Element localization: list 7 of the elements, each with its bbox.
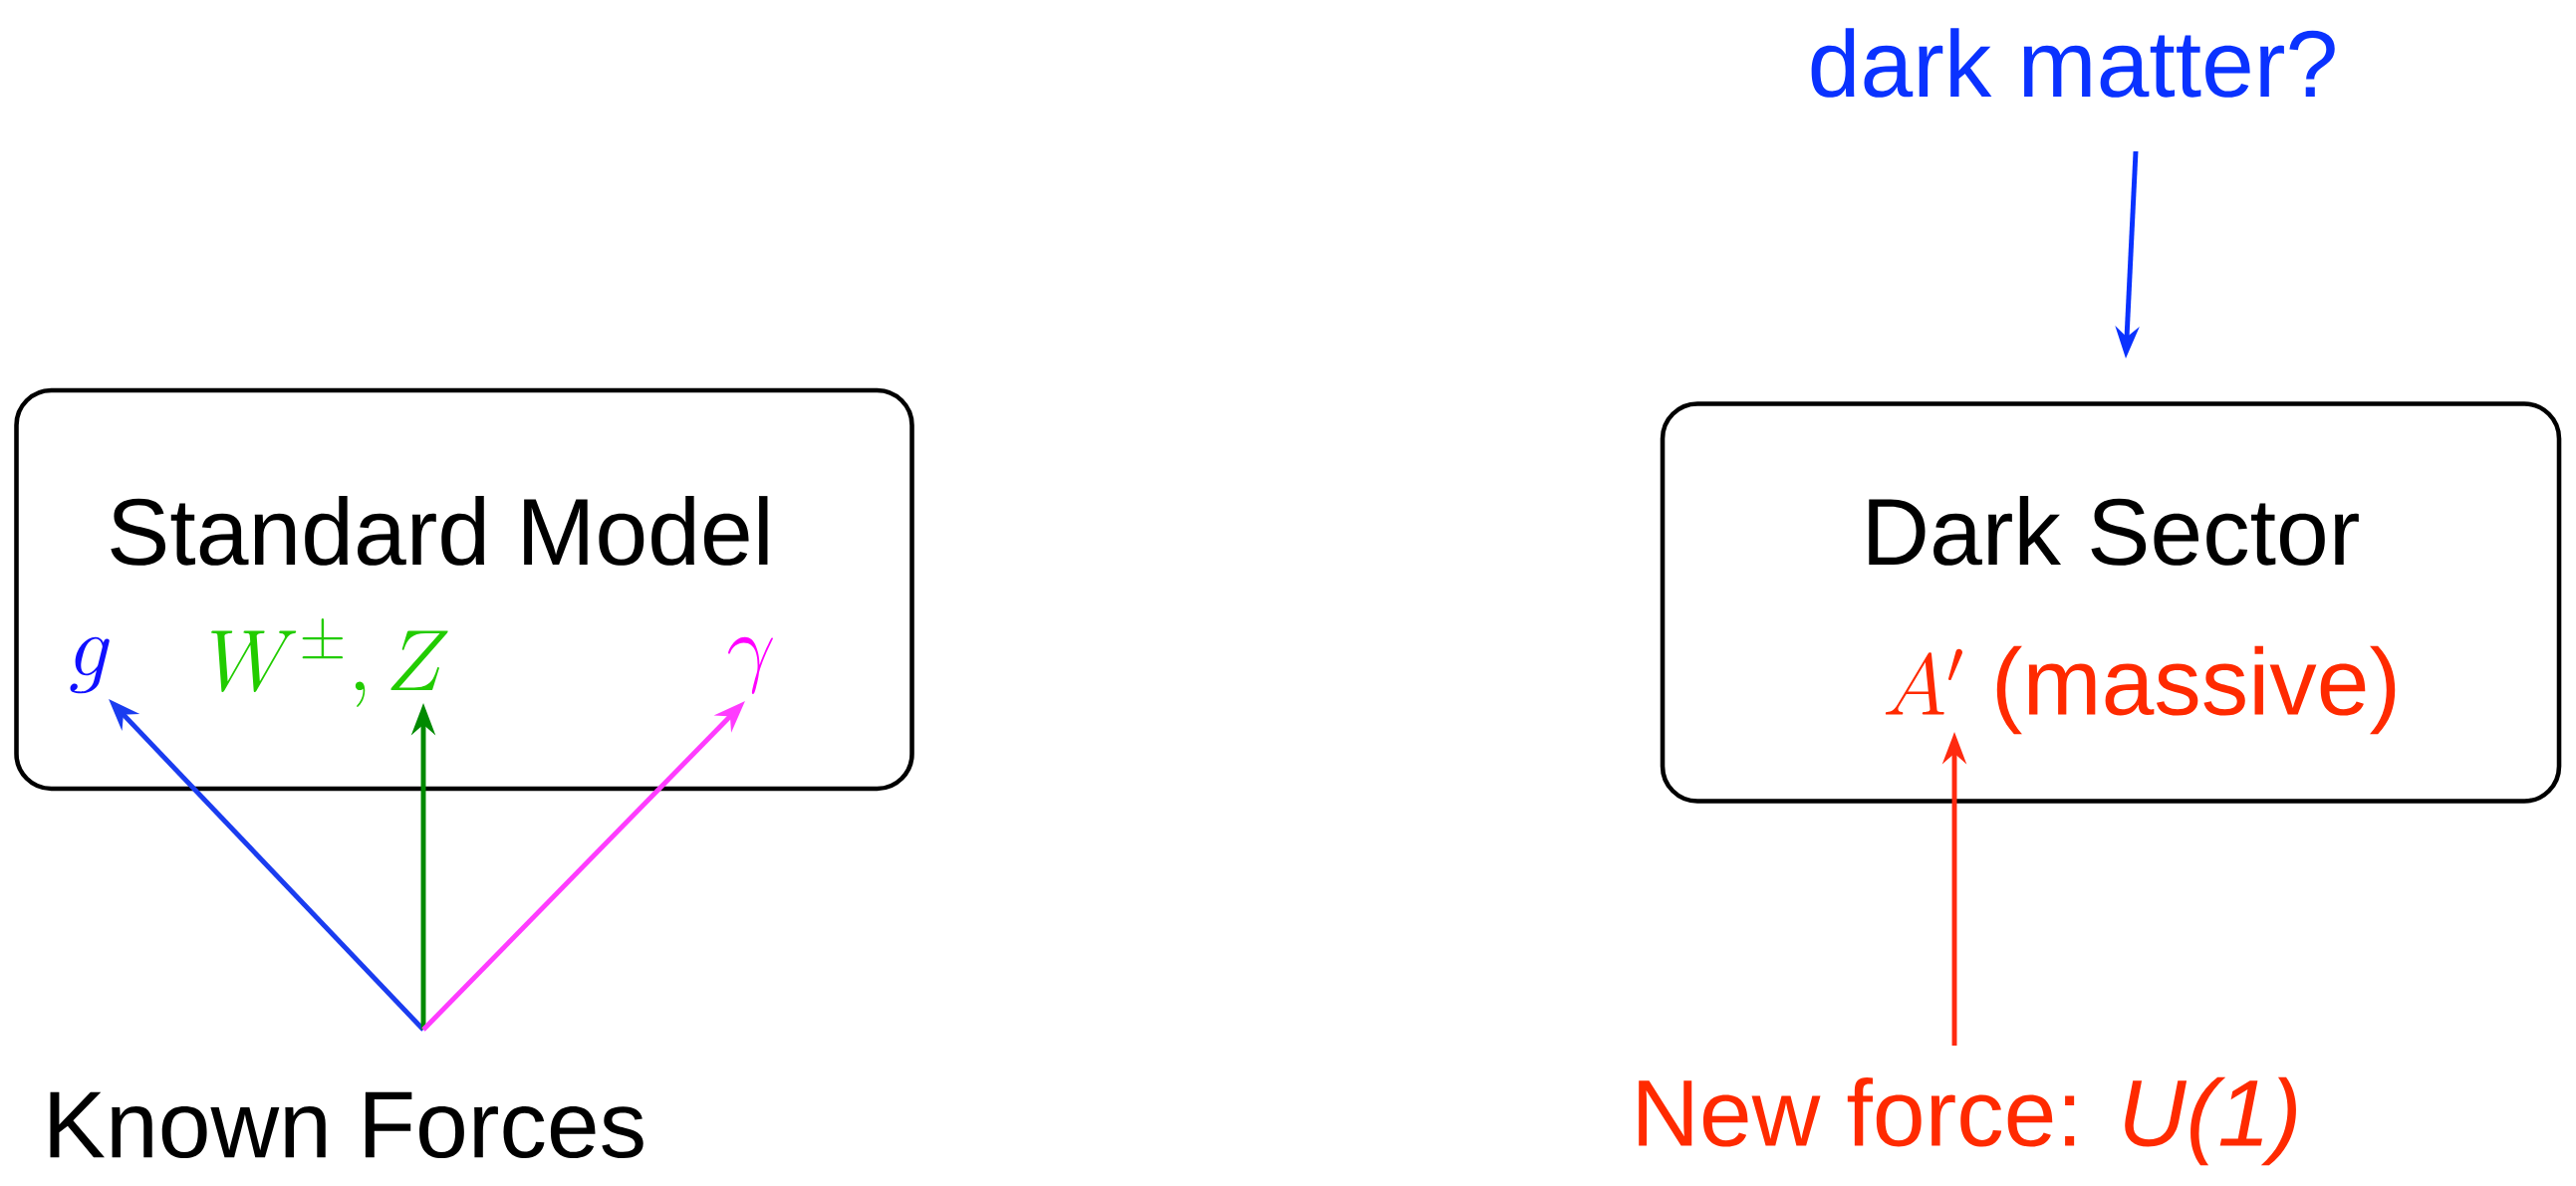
forces-label: Known Forces <box>50 1091 644 1159</box>
dark-matter-label: dark matter? <box>1811 28 2335 98</box>
photon-symbol: $\gamma$ <box>728 636 773 694</box>
new-force-label: New force: U(1) <box>1639 1076 2296 1166</box>
gluon-symbol: $g$ <box>70 636 110 694</box>
boson-symbol: $W^{\pm}, Z$ <box>211 617 448 707</box>
dark-photon-label: $A'$ (massive) <box>1885 645 2396 735</box>
